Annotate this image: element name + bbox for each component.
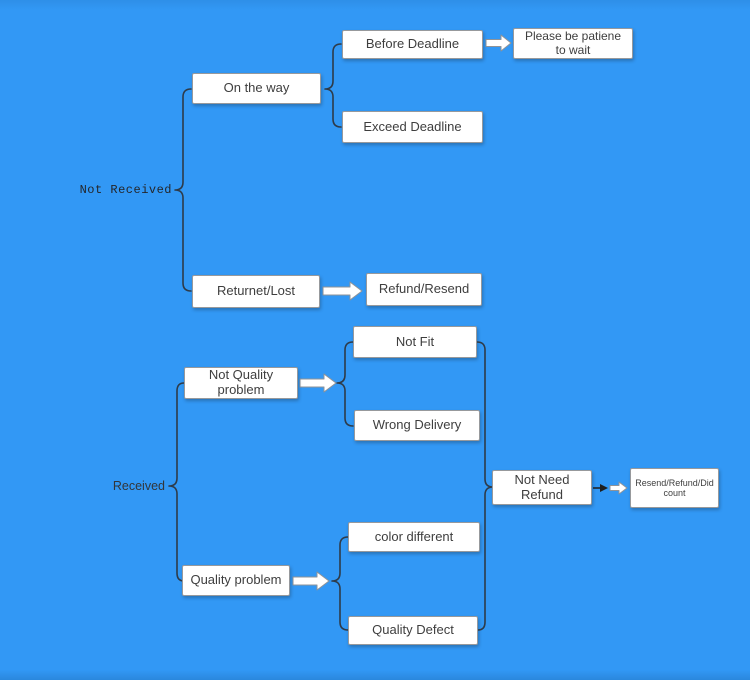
- node-returnet-lost: Returnet/Lost: [192, 275, 320, 308]
- block-arrow-returnet-lost: [322, 281, 363, 301]
- brace-merge-right: [476, 341, 494, 631]
- node-not-quality-problem: Not Quality problem: [184, 367, 298, 399]
- node-wrong-delivery: Wrong Delivery: [354, 410, 480, 441]
- node-refund-resend: Refund/Resend: [366, 273, 482, 306]
- node-not-need-refund: Not Need Refund: [492, 470, 592, 505]
- brace-not-quality-problem: [336, 341, 354, 427]
- branch-label-received: Received: [112, 479, 165, 493]
- node-quality-defect: Quality Defect: [348, 616, 478, 645]
- brace-received: [168, 382, 185, 582]
- node-exceed-deadline: Exceed Deadline: [342, 111, 483, 143]
- brace-on-the-way: [324, 43, 342, 128]
- node-color-different: color different: [348, 522, 480, 552]
- node-resend-refund-did-count: Resend/Refund/Did count: [630, 468, 719, 508]
- brace-not-received: [174, 88, 192, 292]
- block-arrow-not-quality-problem: [299, 373, 337, 393]
- branch-label-not-received: Not Received: [79, 183, 172, 197]
- arrow-not-need-refund: [593, 481, 628, 495]
- node-on-the-way: On the way: [192, 73, 321, 104]
- block-arrow-quality-problem: [292, 571, 330, 591]
- node-not-fit: Not Fit: [353, 326, 477, 358]
- node-please-be-patient: Please be patiene to wait: [513, 28, 633, 59]
- node-before-deadline: Before Deadline: [342, 30, 483, 59]
- block-arrow-before-deadline: [485, 34, 512, 52]
- node-quality-problem: Quality problem: [182, 565, 290, 596]
- brace-quality-problem: [331, 536, 349, 631]
